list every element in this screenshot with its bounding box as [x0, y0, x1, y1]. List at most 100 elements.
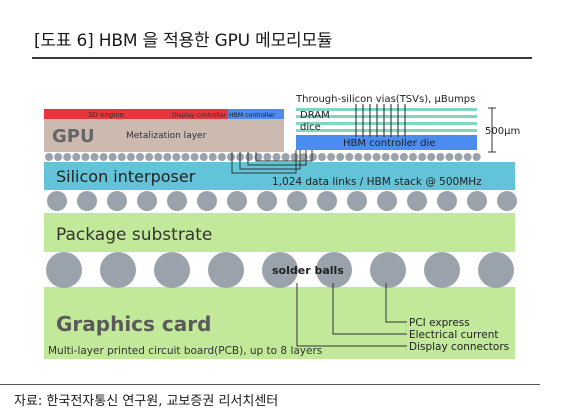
c4-bump [377, 191, 397, 211]
microbump [336, 153, 345, 161]
c4-bump [347, 191, 367, 211]
microbump [208, 153, 217, 161]
connector-leaders [296, 283, 407, 347]
metal-layer-label: Metalization layer [126, 131, 207, 141]
3d-engine-strip [44, 109, 170, 119]
microbump [136, 153, 144, 161]
gpu-label: GPU [52, 126, 95, 147]
microbump [163, 153, 172, 161]
interposer-wiring [231, 150, 313, 174]
solder-ball [46, 252, 82, 288]
microbump [345, 153, 354, 161]
source-divider [0, 384, 540, 385]
tsv-label: Through-silicon vias(TSVs), μBumps [295, 94, 475, 105]
microbump [81, 153, 90, 161]
display-connectors-label: Display connectors [409, 341, 509, 353]
microbump [290, 153, 299, 161]
microbump [354, 153, 363, 161]
dram-layer [296, 115, 477, 118]
title-divider [32, 57, 532, 59]
microbump [308, 153, 317, 161]
solder-ball [154, 252, 190, 288]
microbump [154, 153, 163, 161]
microbump [390, 153, 399, 161]
c4-bump [287, 191, 307, 211]
microbump [54, 153, 63, 161]
c4-bump [257, 191, 277, 211]
microbump [454, 153, 463, 161]
microbump [145, 153, 154, 161]
solder-ball [424, 252, 460, 288]
microbump [99, 153, 108, 161]
microbump [372, 153, 381, 161]
silicon-interposer-label: Silicon interposer [56, 167, 196, 186]
microbump [217, 153, 226, 161]
c4-bump [407, 191, 427, 211]
c4-bump [437, 191, 457, 211]
microbump [318, 153, 326, 161]
microbump [472, 153, 481, 161]
c4-bump [47, 191, 67, 211]
data-links-label: 1,024 data links / HBM stack @ 500MHz [272, 176, 482, 188]
c4-bump [467, 191, 487, 211]
height-label: 500μm [485, 126, 520, 137]
graphics-card-block [44, 287, 515, 359]
hbm-controller-strip [228, 109, 284, 119]
microbump [418, 153, 427, 161]
hbm-controller-die-label: HBM controller die [343, 138, 435, 149]
hbm-controller-label: HBM controller [229, 112, 275, 119]
c4-bump [77, 191, 97, 211]
solder-ball [262, 252, 298, 288]
microbump [126, 153, 135, 161]
microbump [327, 153, 336, 161]
microbump [199, 153, 208, 161]
microbump [299, 153, 308, 161]
c4-bump [317, 191, 337, 211]
hbm-stack [296, 104, 477, 150]
solder-ball [316, 252, 352, 288]
microbump [381, 153, 390, 161]
microbump [181, 153, 190, 161]
display-controller-label: Display controller [172, 112, 227, 119]
microbump [108, 153, 117, 161]
hbm-controller-die [296, 135, 477, 150]
solder-ball-row [46, 252, 514, 288]
c4-bump [107, 191, 127, 211]
graphics-card-label: Graphics card [56, 312, 211, 336]
microbump [254, 153, 263, 161]
microbump [272, 153, 281, 161]
microbump [436, 153, 445, 161]
microbump [281, 153, 290, 161]
dice-label: dice [300, 122, 321, 133]
dram-layer [296, 108, 477, 111]
microbump [117, 153, 126, 161]
dram-layer [296, 122, 477, 125]
solder-ball [100, 252, 136, 288]
c4-bump [227, 191, 247, 211]
display-controller-strip [170, 109, 228, 119]
microbump [63, 153, 72, 161]
microbump [190, 153, 199, 161]
microbump [245, 153, 254, 161]
electrical-current-label: Electrical current [409, 329, 498, 341]
silicon-interposer-block [44, 162, 515, 190]
solder-ball [478, 252, 514, 288]
solder-balls-label: solder balls [272, 264, 344, 277]
dram-layer [296, 129, 477, 132]
dram-label: DRAM [300, 110, 330, 121]
microbump [463, 153, 472, 161]
c4-bump [167, 191, 187, 211]
solder-ball [208, 252, 244, 288]
microbump [72, 153, 81, 161]
microbump-row [45, 153, 481, 161]
microbump [409, 153, 417, 161]
microbump [227, 153, 235, 161]
microbump [445, 153, 454, 161]
c4-bump [197, 191, 217, 211]
3d-engine-label: 3D engine [88, 111, 124, 119]
page-title: [도표 6] HBM 을 적용한 GPU 메모리모듈 [34, 31, 333, 51]
pcb-label: Multi-layer printed circuit board(PCB), … [48, 345, 322, 357]
solder-ball [370, 252, 406, 288]
microbump [427, 153, 436, 161]
